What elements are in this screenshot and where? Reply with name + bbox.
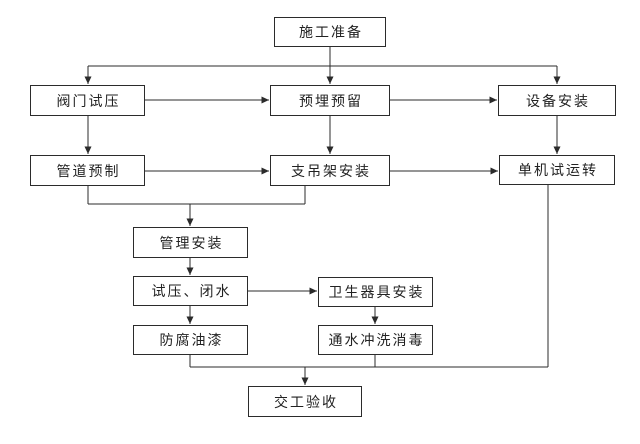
node-label: 试压、闭水 [151, 285, 232, 300]
node-label: 设备安装 [526, 94, 590, 110]
node-label: 防腐油漆 [159, 334, 224, 349]
node-embedded-and-reserved: 预埋预留 [270, 85, 390, 116]
node-valve-pressure-test: 阀门试压 [30, 85, 145, 116]
node-label: 管理安装 [159, 236, 224, 252]
node-label: 通水冲洗消毒 [328, 334, 425, 349]
node-label: 支吊架安装 [291, 164, 371, 180]
node-label: 交工验收 [274, 395, 338, 411]
node-equipment-installation: 设备安装 [498, 85, 616, 116]
node-label: 预埋预留 [299, 94, 363, 110]
node-pipe-management-installation: 管理安装 [133, 227, 248, 258]
node-handover-acceptance: 交工验收 [248, 386, 362, 417]
node-single-machine-test-run: 单机试运转 [499, 155, 615, 185]
node-label: 施工准备 [299, 26, 363, 41]
node-anticorrosion-paint: 防腐油漆 [133, 325, 248, 355]
node-label: 管道预制 [56, 164, 121, 180]
node-pipe-prefabrication: 管道预制 [30, 155, 145, 186]
node-construction-preparation: 施工准备 [274, 17, 386, 47]
node-pressure-and-water-seal-test: 试压、闭水 [133, 276, 248, 306]
node-hanger-support-installation: 支吊架安装 [270, 155, 390, 186]
node-label: 单机试运转 [518, 164, 598, 179]
node-water-flushing-disinfection: 通水冲洗消毒 [318, 325, 433, 355]
node-label: 阀门试压 [56, 94, 121, 110]
node-label: 卫生器具安装 [328, 286, 425, 301]
node-sanitary-ware-installation: 卫生器具安装 [318, 277, 433, 307]
